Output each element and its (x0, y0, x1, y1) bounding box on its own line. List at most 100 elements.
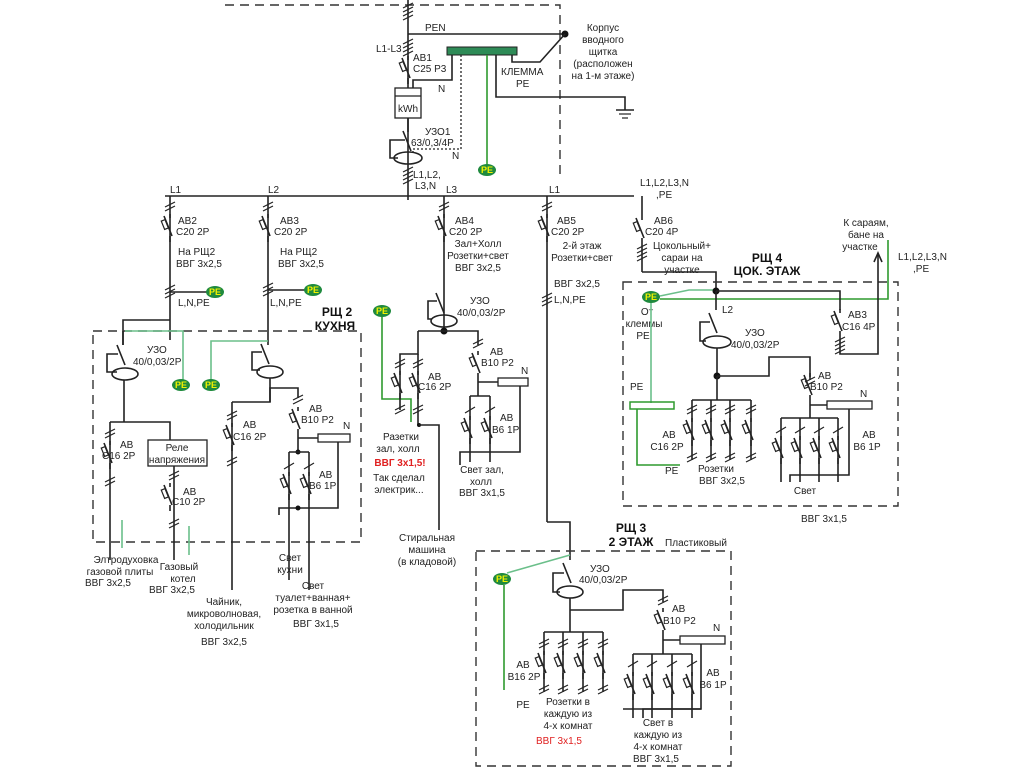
rsh4-light-cable: ВВГ 3х1,5 (801, 514, 847, 525)
hall-sockets-2: зал, холл (376, 444, 420, 455)
ab3-cores: L,N,PE (270, 298, 302, 309)
rsh4-pe-bar (629, 401, 675, 410)
rsh4-basement-panel: РЩ 4 ЦОК. ЭТАЖ PE От клеммы PE L2 УЗО 40… (622, 218, 947, 525)
svg-text:АВ: АВ (120, 440, 134, 451)
svg-text:B6 1P: B6 1P (309, 481, 337, 492)
ab4-rating: C20 2P (449, 227, 483, 238)
svg-text:АВ: АВ (706, 668, 720, 679)
ab2-cable: ВВГ 3х2,5 (176, 259, 222, 270)
svg-text:АВ: АВ (243, 420, 257, 431)
feeder-ab3: АВ3 C20 2P На РЩ2 ВВГ 3х2,5 PE L,N,PE (258, 196, 324, 345)
svg-text:PE: PE (496, 574, 508, 584)
bus-label-l3: L3 (446, 185, 458, 196)
load-boiler-2: котел (170, 574, 196, 585)
svg-text:C16 2P: C16 2P (650, 442, 684, 453)
ab6-dest-1: Цокольный+ (653, 241, 711, 252)
svg-text:на 1-м этаже): на 1-м этаже) (572, 71, 635, 82)
svg-text:АВ: АВ (662, 430, 676, 441)
svg-text:C16 4P: C16 4P (842, 322, 876, 333)
housing-note: Корпус вводного щитка (расположен на 1-м… (572, 23, 635, 82)
ground-wire (495, 55, 626, 110)
rcd1-symbol (393, 151, 423, 165)
rsh2-kitchen-panel: РЩ 2 КУХНЯ PE УЗО 40/0,03/2P АВ C16 2P Р… (85, 305, 362, 648)
svg-text:АВ: АВ (309, 404, 323, 415)
rsh4-title-1: РЩ 4 (752, 251, 783, 265)
rsh3-border (475, 550, 732, 767)
kwh-label: kWh (398, 104, 418, 115)
rsh3-sockets-cable: ВВГ 3х1,5 (536, 736, 582, 747)
svg-text:АВ: АВ (183, 487, 197, 498)
rsh3-housing: Пластиковый (665, 538, 727, 549)
hall-note-2: электрик... (374, 485, 423, 496)
svg-text:АВ: АВ (516, 660, 530, 671)
phases-label: L1-L3 (376, 44, 402, 55)
ab3-cable: ВВГ 3х2,5 (278, 259, 324, 270)
load-kitchen-3: холодильник (194, 621, 254, 632)
rcd1-rating: 63/0,3/4P (411, 138, 454, 149)
svg-text:40/0,03/2P: 40/0,03/2P (731, 340, 780, 351)
ab5-dest-2: Розетки+свет (551, 253, 613, 264)
ab6-feed-label-1: L1,L2,L3,N (640, 178, 689, 189)
load-bath-1: Свет (302, 581, 325, 592)
svg-text:АВ: АВ (428, 372, 442, 383)
rsh3-light-4: ВВГ 3х1,5 (633, 754, 679, 765)
bus-label-l2: L2 (268, 185, 280, 196)
ab5-rating: C20 2P (551, 227, 585, 238)
pe-badge-ab2 (206, 286, 224, 298)
ab4-cable: ВВГ 3х2,5 (455, 263, 501, 274)
load-kitchen-2: микроволновая, (187, 609, 261, 620)
rsh4-border (622, 281, 899, 507)
ab1-rating: C25 P3 (413, 64, 447, 75)
pe-badge-rsh4 (642, 291, 660, 303)
load-oven-2: газовой плиты (87, 567, 154, 578)
load-boiler-1: Газовый (160, 562, 198, 573)
hall-sockets-cable-warning: ВВГ 3х1,5! (374, 458, 425, 469)
outgoing-1: К сараям, (843, 218, 888, 229)
ground-icon (616, 109, 634, 119)
rsh4-sockets-2: ВВГ 3х2,5 (699, 476, 745, 487)
svg-text:N: N (343, 421, 350, 432)
ab1-name: АВ1 (413, 53, 432, 64)
n-label-2: N (452, 151, 459, 162)
rsh2-rcd-name: УЗО (147, 345, 167, 356)
ab6-dest-3: участке (664, 265, 700, 276)
ab4-dest-1: Зал+Холл (455, 239, 502, 250)
svg-text:C16 2P: C16 2P (102, 451, 136, 462)
load-kitchen-light-2: кухни (277, 565, 303, 576)
outgoing-cores-1: L1,L2,L3,N (898, 252, 947, 263)
ab6-name: АВ6 (654, 216, 673, 227)
washer-1: Стиральная (399, 533, 455, 544)
ab5-cores: L,N,PE (554, 295, 586, 306)
svg-text:B10 P2: B10 P2 (663, 616, 696, 627)
feeder-ab2: АВ2 C20 2P На РЩ2 ВВГ 3х2,5 PE L,N,PE (122, 196, 224, 345)
rsh3-title-1: РЩ 3 (616, 521, 647, 535)
pe-badge-rsh3 (493, 573, 511, 585)
svg-text:N: N (713, 623, 720, 634)
feeder-ab4: АВ4 C20 2P Зал+Холл Розетки+свет ВВГ 3х2… (434, 196, 509, 330)
svg-text:C10 2P: C10 2P (172, 497, 206, 508)
svg-text:АВ: АВ (500, 413, 514, 424)
svg-text:N: N (860, 389, 867, 400)
n-dotted-wire (412, 55, 462, 152)
main-bus: L1 L2 L3 L1 L1,L2,L3,N ,PE (165, 178, 689, 201)
svg-text:PE: PE (175, 380, 187, 390)
svg-text:Реле: Реле (166, 443, 189, 454)
rsh2-title-2: КУХНЯ (315, 319, 355, 333)
bus-label-l1b: L1 (549, 185, 561, 196)
pe-badge-hall (373, 305, 391, 317)
svg-text:АВ3: АВ3 (848, 310, 867, 321)
arrow-up-icon (873, 251, 883, 263)
svg-text:АВ: АВ (672, 604, 686, 615)
ab5-cable: ВВГ 3х2,5 (554, 279, 600, 290)
ab3-dest: На РЩ2 (280, 247, 318, 258)
svg-text:АВ: АВ (862, 430, 876, 441)
svg-text:B10 P2: B10 P2 (810, 382, 843, 393)
pen-label: PEN (425, 23, 446, 34)
svg-text:(расположен: (расположен (573, 59, 632, 70)
hall-light-1: Свет зал, (460, 465, 504, 476)
kwh-meter (394, 87, 422, 119)
outgoing-3: участке (842, 242, 878, 253)
svg-text:PE: PE (205, 380, 217, 390)
svg-text:клеммы: клеммы (626, 319, 663, 330)
rsh4-title-2: ЦОК. ЭТАЖ (734, 264, 801, 278)
